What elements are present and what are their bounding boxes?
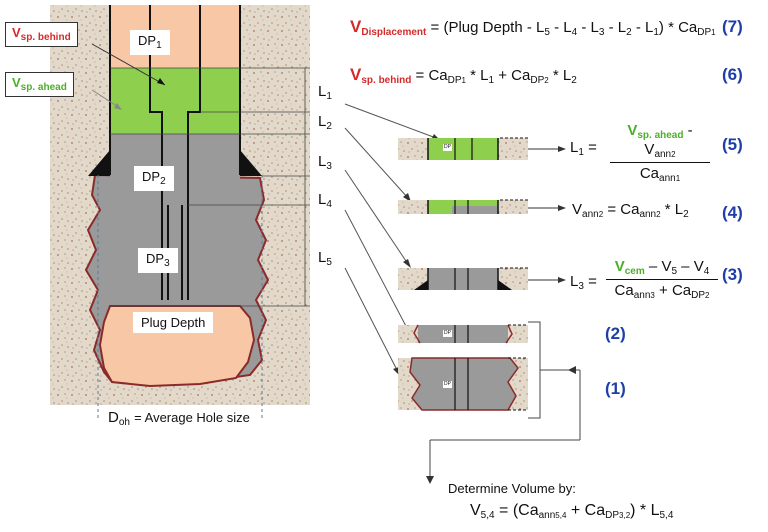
equation-5-number: (5) xyxy=(722,135,743,154)
mini-dp-label-1: DP xyxy=(443,144,452,151)
equation-7: VDisplacement = (Plug Depth - L5 - L4 - … xyxy=(350,17,716,38)
v-sp-ahead-label: Vsp. ahead xyxy=(5,72,74,97)
equation-2-number: (2) xyxy=(605,324,626,343)
l3-label: L3 xyxy=(318,153,332,172)
mini-diagram-l1 xyxy=(398,137,566,160)
mini-dp-label-3: DP xyxy=(443,381,452,388)
cement-zone xyxy=(110,134,240,306)
mini-diagram-l3 xyxy=(398,267,566,290)
mini-diagram-l2 xyxy=(398,199,566,214)
spacer-ahead-zone xyxy=(110,68,240,134)
mini-dp-label-2: DP xyxy=(443,330,452,337)
mini-diagram-l5 xyxy=(398,357,528,411)
mini-diagram-l4 xyxy=(398,324,528,344)
doh-label: Doh = Average Hole size xyxy=(108,409,250,428)
equation-5-lhs: L1 = xyxy=(570,139,597,158)
l1-label: L1 xyxy=(318,83,332,102)
equation-3-fraction: Vcem – V5 – V4 Caann3 + CaDP2 xyxy=(606,258,718,301)
equation-4-number: (4) xyxy=(722,203,743,222)
casing-shoe-left xyxy=(88,150,110,176)
l5-label: L5 xyxy=(318,249,332,268)
v-sp-behind-label: Vsp. behind xyxy=(5,22,78,47)
equation-3-lhs: L3 = xyxy=(570,273,597,292)
dp2-label: DP2 xyxy=(134,166,174,191)
equation-1-number: (1) xyxy=(605,379,626,398)
equation-6: Vsp. behind = CaDP1 * L1 + CaDP2 * L2 xyxy=(350,65,577,86)
dp1-label: DP1 xyxy=(130,30,170,55)
determine-volume-equation: V5,4 = (Caann5,4 + CaDP3,2) * L5,4 xyxy=(470,502,674,521)
casing-shoe-right xyxy=(240,150,262,176)
equation-3-number: (3) xyxy=(722,265,743,284)
equation-6-number: (6) xyxy=(722,65,743,84)
equation-7-number: (7) xyxy=(722,17,743,36)
equation-4: Vann2 = Caann2 * L2 xyxy=(572,201,689,220)
plug-depth-label: Plug Depth xyxy=(133,312,214,333)
determine-volume-title: Determine Volume by: xyxy=(448,481,576,496)
dp3-label: DP3 xyxy=(138,248,178,273)
l4-label: L4 xyxy=(318,191,332,210)
l2-label: L2 xyxy=(318,113,332,132)
equation-5-fraction: Vsp. ahead - Vann2 Caann1 xyxy=(610,122,710,184)
